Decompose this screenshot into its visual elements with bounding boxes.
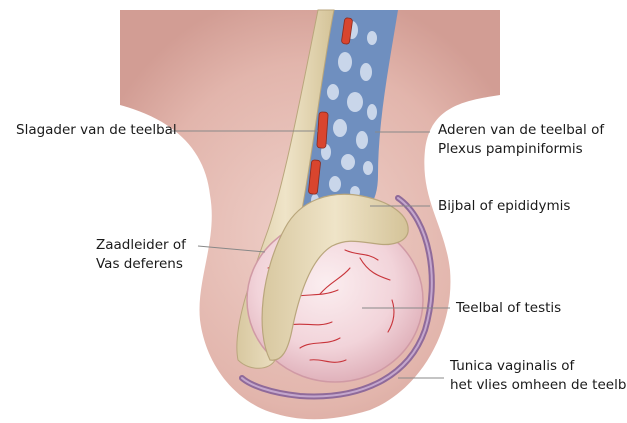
label-epididymis-line: Bijbal of epididymis [438, 197, 570, 216]
label-epididymis: Bijbal of epididymis [438, 197, 570, 216]
label-artery: Slagader van de teelbal [16, 121, 177, 140]
label-veins: Aderen van de teelbal of Plexus pampinif… [438, 121, 604, 159]
label-testis: Teelbal of testis [456, 299, 561, 318]
label-tunica-line-1: Tunica vaginalis of [450, 357, 627, 376]
label-artery-line: Slagader van de teelbal [16, 121, 177, 140]
label-vas-deferens-line-2: Vas deferens [96, 255, 186, 274]
label-tunica: Tunica vaginalis of het vlies omheen de … [450, 357, 627, 395]
label-vas-deferens: Zaadleider of Vas deferens [96, 236, 186, 274]
label-vas-deferens-line-1: Zaadleider of [96, 236, 186, 255]
label-veins-line-2: Plexus pampiniformis [438, 140, 604, 159]
label-testis-line: Teelbal of testis [456, 299, 561, 318]
label-veins-line-1: Aderen van de teelbal of [438, 121, 604, 140]
label-tunica-line-2: het vlies omheen de teelbal [450, 376, 627, 395]
